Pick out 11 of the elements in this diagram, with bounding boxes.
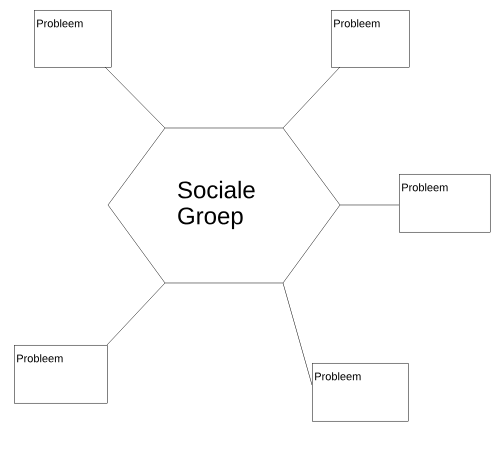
problem-box: Probleem <box>399 174 490 232</box>
connector-line <box>282 66 340 128</box>
connector-line <box>340 204 400 206</box>
connector-line <box>106 282 166 346</box>
connector-line <box>104 66 166 128</box>
problem-box: Probleem <box>331 10 410 68</box>
problem-box: Probleem <box>312 363 408 422</box>
connector-line <box>282 282 312 386</box>
problem-box: Probleem <box>34 10 112 68</box>
hexagon: Sociale Groep <box>108 128 340 284</box>
problem-box: Probleem <box>14 345 108 404</box>
